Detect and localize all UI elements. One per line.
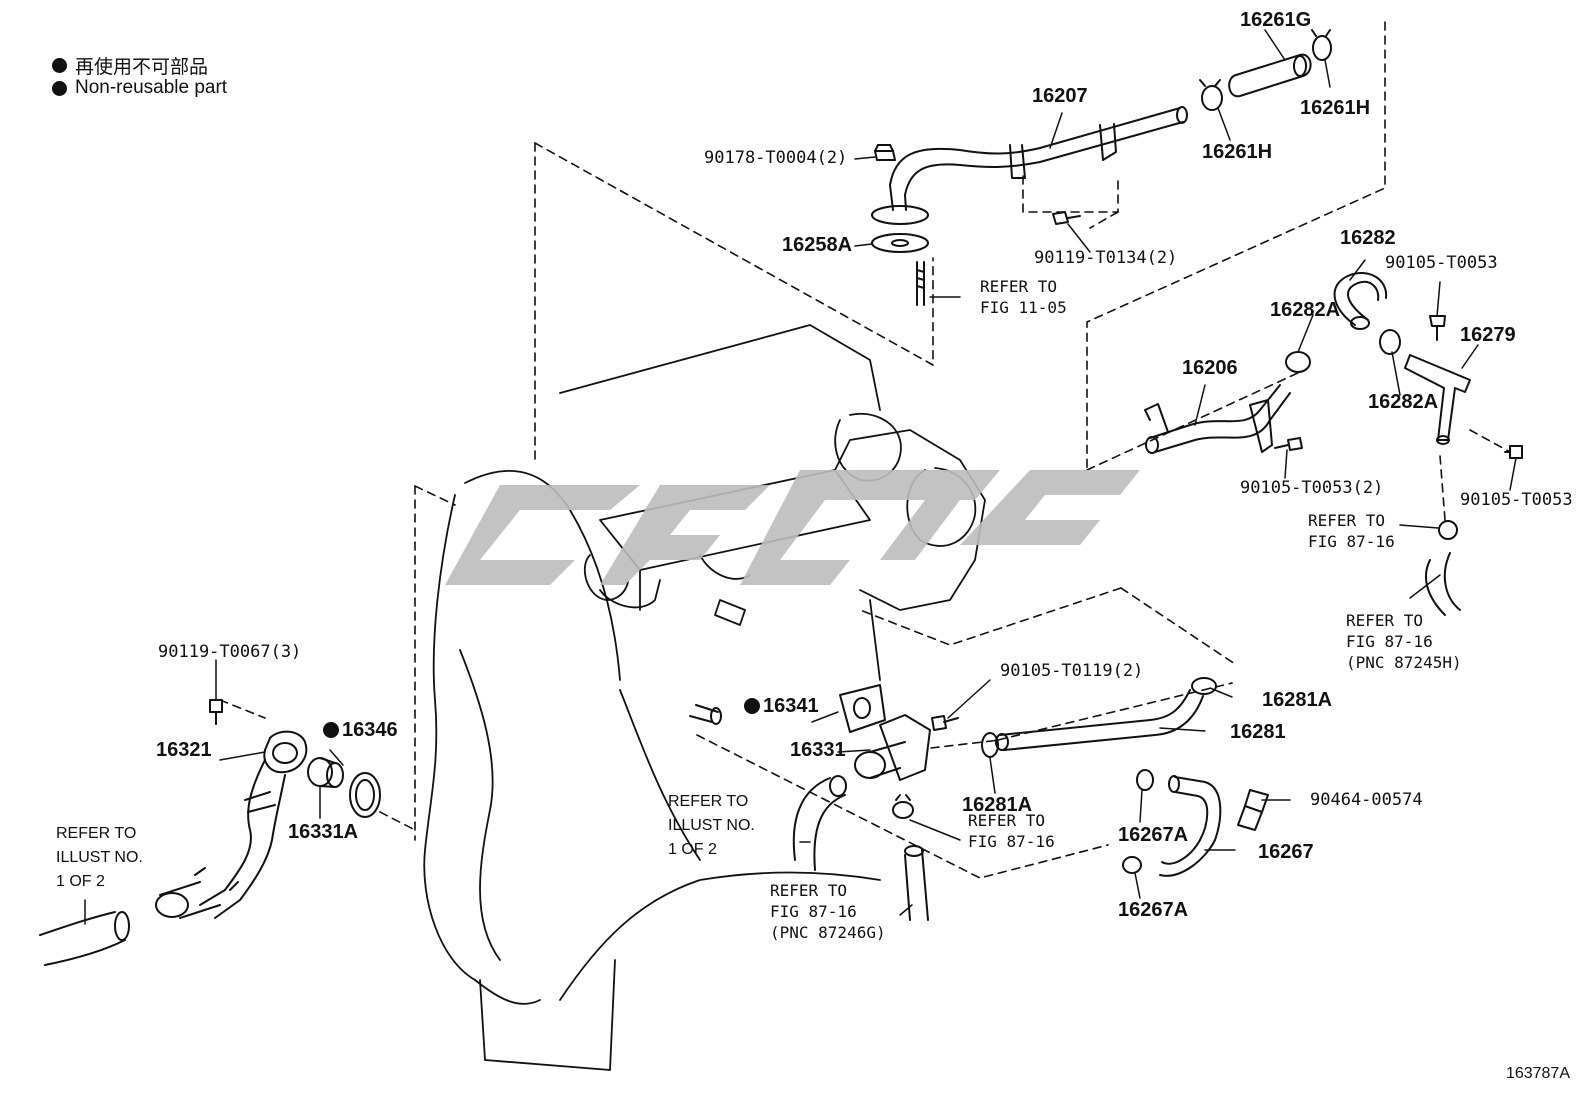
label-16206: 16206: [1182, 357, 1238, 379]
label-16261H-right: 16261H: [1300, 97, 1371, 119]
legend-en: Non-reusable part: [52, 77, 227, 99]
label-16346: 16346: [323, 720, 398, 740]
hose-16281: [995, 689, 1204, 751]
clamp-right-ref: [1438, 520, 1458, 540]
label-16261G: 16261G: [1240, 9, 1312, 31]
ref-fig-87-16-upper: REFER TO FIG 87-16: [1308, 511, 1395, 551]
hose-fig87-ref: [904, 845, 929, 921]
bolt-90105-T0053-2: [1274, 437, 1303, 451]
label-16346-text: 16346: [342, 719, 398, 741]
clip-90464: [1237, 789, 1269, 831]
label-16267A-upper: 16267A: [1118, 824, 1189, 846]
clamp-mid-ref: [892, 794, 914, 819]
ref-illust-mid: REFER TO ILLUST NO. 1 OF 2: [668, 793, 755, 858]
label-16321: 16321: [156, 739, 212, 761]
legend-jp-text: 再使用不可部品: [75, 57, 209, 78]
clamp-16281A-a: [1191, 677, 1217, 695]
label-90105-T0053-2: 90105-T0053(2): [1240, 478, 1384, 498]
ref-fig-87-16-mid: REFER TO FIG 87-16: [968, 811, 1055, 851]
stud: [916, 261, 925, 306]
outlet-16331: [854, 714, 931, 781]
clamp-16282A-a: [1285, 351, 1311, 373]
hose-16282: [1333, 272, 1388, 330]
label-16331: 16331: [790, 739, 846, 761]
ref-fig-11-05: REFER TO FIG 11-05: [980, 277, 1067, 317]
gasket-16258A: [871, 233, 929, 253]
label-16282A-lower: 16282A: [1368, 391, 1439, 413]
legend-jp: 再使用不可部品: [52, 52, 208, 79]
label-16261H-left: 16261H: [1202, 141, 1273, 163]
label-16341-text: 16341: [763, 695, 819, 717]
clamp-16267A-a: [1136, 769, 1154, 791]
label-90105-T0053-top: 90105-T0053: [1385, 253, 1498, 273]
engine-block: [423, 324, 986, 1071]
label-90178-T0004: 90178-T0004(2): [704, 148, 848, 168]
nut-90178: [874, 144, 896, 161]
bolt-90105-T0053-a: [1429, 315, 1446, 341]
bolt-90105-T0119: [931, 715, 959, 731]
label-16279: 16279: [1460, 324, 1516, 346]
figure-id: 163787A: [1505, 1065, 1570, 1082]
label-16267A-lower: 16267A: [1118, 899, 1189, 921]
bolt-90119-T0067: [209, 699, 223, 725]
part-16207-pipe: [871, 106, 1188, 225]
gasket-16346: [349, 772, 381, 818]
dashed-boundaries: [219, 21, 1511, 879]
legend-en-text: Non-reusable part: [75, 77, 228, 98]
label-16281: 16281: [1230, 721, 1286, 743]
non-reusable-dot-icon: [52, 58, 67, 73]
clamp-16281A-b: [981, 732, 999, 758]
thermostat-16331A: [307, 757, 344, 788]
non-reusable-dot-icon: [52, 80, 67, 96]
hose-left-ref: [39, 911, 130, 966]
leader-lines: [84, 29, 1517, 925]
label-16258A: 16258A: [782, 234, 853, 256]
clamp-16282A-b: [1379, 329, 1401, 355]
watermark-logo: [445, 470, 1140, 585]
hose-mid-ref: [792, 775, 847, 871]
ref-fig-87-16-pnc-87245H: REFER TO FIG 87-16 (PNC 87245H): [1346, 611, 1462, 672]
label-16341: 16341: [744, 696, 819, 716]
non-reusable-marker-icon: [744, 698, 760, 714]
label-90105-T0119: 90105-T0119(2): [1000, 661, 1144, 681]
non-reusable-marker-icon: [323, 722, 339, 738]
inlet-16321: [155, 730, 308, 919]
label-16207: 16207: [1032, 85, 1088, 107]
label-16282: 16282: [1340, 227, 1396, 249]
hose-right-ref: [1425, 552, 1461, 616]
ref-fig-87-16-pnc-87246G: REFER TO FIG 87-16 (PNC 87246G): [770, 881, 886, 942]
ref-illust-left: REFER TO ILLUST NO. 1 OF 2: [56, 825, 143, 890]
bracket-16279: [1404, 354, 1471, 445]
pipe-16206: [1144, 384, 1291, 454]
gasket-16341: [839, 684, 886, 733]
label-16331A: 16331A: [288, 821, 359, 843]
label-90119-T0134: 90119-T0134(2): [1034, 248, 1178, 268]
label-16281A-lower: 16281A: [962, 794, 1033, 816]
clamp-16261H-upper: [1311, 29, 1332, 61]
hose-mid-left: [689, 704, 722, 725]
hose-16267: [1159, 775, 1222, 877]
clamp-16261H-lower: [1199, 79, 1223, 111]
label-16267: 16267: [1258, 841, 1314, 863]
clamp-16267A-b: [1122, 856, 1142, 874]
label-16281A-upper: 16281A: [1262, 689, 1333, 711]
label-90464-00574: 90464-00574: [1310, 790, 1423, 810]
bolt-90105-T0053-b: [1504, 445, 1523, 459]
label-16282A-upper: 16282A: [1270, 299, 1341, 321]
hose-16261G: [1228, 53, 1312, 98]
label-90105-T0053-right: 90105-T0053: [1460, 490, 1573, 510]
label-90119-T0067: 90119-T0067(3): [158, 642, 302, 662]
bolt-90119-T0134: [1052, 211, 1081, 225]
